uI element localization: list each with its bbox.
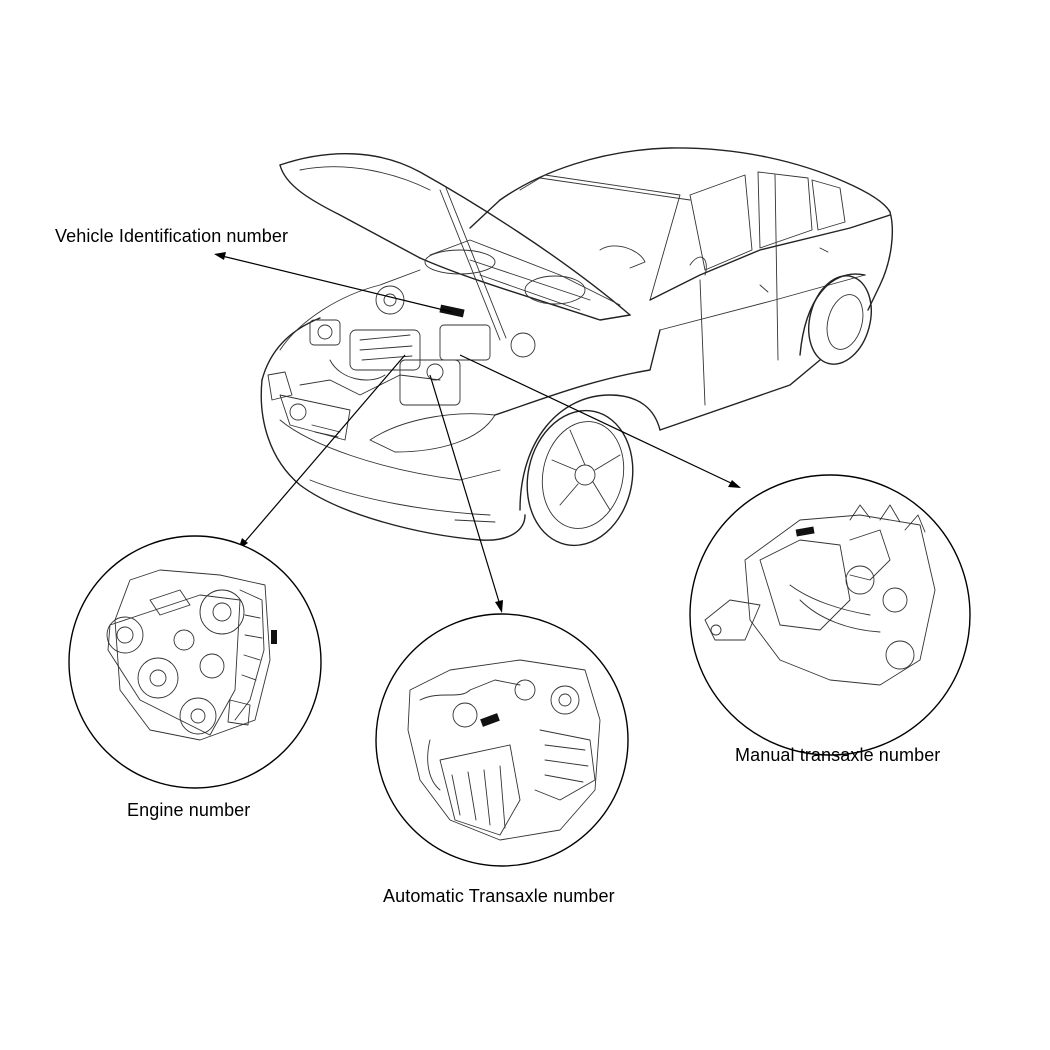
engine-illustration	[68, 535, 322, 789]
callout-engine-number: Engine number	[127, 800, 251, 820]
car-illustration	[260, 147, 893, 547]
callout-vehicle-identification-number: Vehicle Identification number	[55, 226, 289, 246]
callout-automatic-transaxle-number: Automatic Transaxle number	[383, 886, 615, 906]
automatic-transaxle-illustration	[375, 613, 629, 867]
callout-manual-transaxle-number: Manual transaxle number	[735, 745, 941, 765]
manual-transaxle-illustration	[689, 474, 971, 756]
